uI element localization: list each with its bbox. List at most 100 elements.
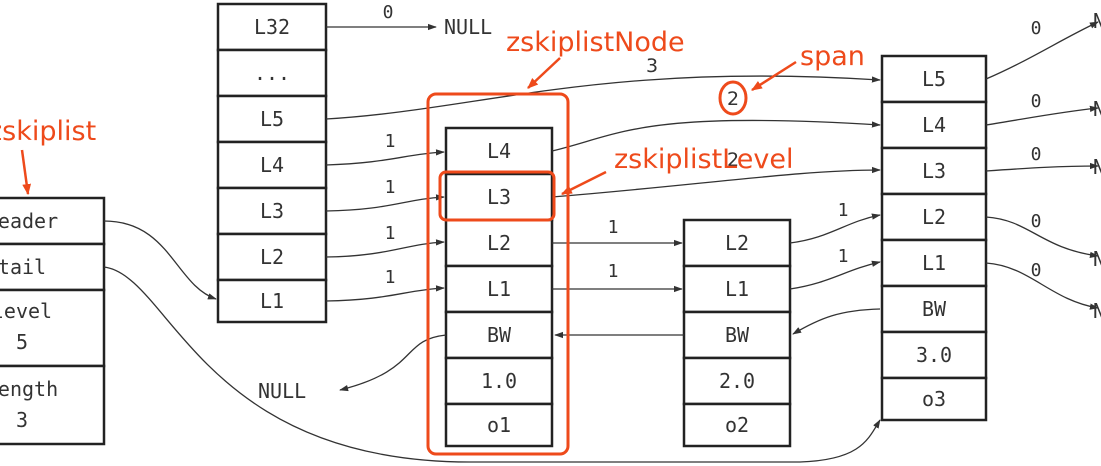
node3-level-label: L4	[922, 113, 946, 137]
null-label-cut: N	[1093, 247, 1101, 271]
span-label: 2	[727, 149, 739, 171]
head-level-label: ...	[254, 61, 290, 85]
span-label: 0	[1031, 144, 1042, 165]
zskiplist-tail-label: tail	[0, 255, 46, 279]
span-label: 0	[1031, 260, 1042, 281]
node3-level-label: L3	[922, 159, 946, 183]
span-label: 0	[1031, 211, 1042, 232]
head-l1-arrow	[325, 285, 445, 302]
node1-level-label: L2	[487, 231, 511, 255]
head-level-label: L1	[260, 289, 284, 313]
span-label: 1	[385, 177, 396, 198]
node3-level-cell	[880, 100, 988, 150]
null-label-cut: N	[1093, 299, 1101, 323]
span-label: 3	[646, 55, 658, 77]
span-annotation-arrow	[751, 60, 797, 92]
node2-l1-arrow	[789, 260, 881, 290]
head-level-label: L32	[254, 15, 290, 39]
node-2: L2 L1 BW 2.0 o2	[682, 218, 792, 448]
head-level-label: L3	[260, 199, 284, 223]
span-annotation: span	[800, 41, 865, 72]
node2-level-label: L2	[725, 231, 749, 255]
node2-level-cell	[682, 264, 792, 314]
node3-level-label: L2	[922, 205, 946, 229]
span-label: 1	[838, 200, 849, 221]
node1-score-label: 1.0	[481, 369, 517, 393]
node1-backward-cell	[444, 310, 554, 360]
head-l2-arrow	[325, 239, 445, 258]
zskiplist-tail-cell	[0, 242, 106, 292]
zskiplist-annotation-arrow	[20, 149, 32, 196]
zskiplist-length-cell	[0, 364, 106, 446]
node3-level-label: L5	[922, 67, 946, 91]
node2-level-cell	[682, 218, 792, 268]
node1-obj-label: o1	[487, 413, 511, 437]
zskiplist-level-value: 5	[16, 330, 28, 354]
span-label: 1	[385, 267, 396, 288]
zskiplist-annotation: zskiplist	[0, 116, 96, 147]
node3-level-cell	[880, 146, 988, 196]
node3-level-cell	[880, 192, 988, 242]
zskiplistnode-highlight-box	[426, 92, 570, 456]
node1-level-label: L4	[487, 139, 511, 163]
head-level-label: L5	[260, 107, 284, 131]
node1-backward-arrow	[339, 334, 447, 392]
node3-l5-arrow	[985, 21, 1099, 80]
zskiplist-length-value: 3	[16, 408, 28, 432]
node-3: L5 L4 L3 L2 L1 BW 3.0 o3	[880, 54, 988, 422]
null-label-cut: N	[1093, 155, 1101, 179]
node1-l4-arrow	[551, 119, 881, 152]
span-labels: 0 3 1 1 1 1 2 1 1 1 1 0 0 0 0 0	[383, 2, 1042, 288]
span-label: 1	[608, 261, 619, 282]
null-label-cut: N	[1093, 97, 1101, 121]
node1-level-cell	[444, 218, 554, 268]
span-label: 1	[385, 131, 396, 152]
node1-level-label: L1	[487, 277, 511, 301]
zskiplist-header-label: header	[0, 209, 58, 233]
node2-backward-label: BW	[725, 323, 750, 347]
span-highlight-circle	[718, 80, 748, 116]
node1-score-cell	[444, 356, 554, 406]
node1-l3-arrow	[551, 166, 881, 198]
zskiplist-length-label: length	[0, 377, 58, 401]
header-pointer-arrow	[103, 220, 217, 300]
node1-level-cell	[444, 264, 554, 314]
node1-level-label: L3	[487, 185, 511, 209]
span-label: 0	[1031, 18, 1042, 39]
node1-level-cell	[444, 172, 554, 222]
span-label: 1	[608, 217, 619, 238]
node3-l1-arrow	[985, 262, 1099, 310]
node-1: L4 L3 L2 L1 BW 1.0 o1	[444, 126, 554, 448]
head-level-label: L4	[260, 153, 284, 177]
node1-backward-label: BW	[487, 323, 512, 347]
node2-obj-label: o2	[725, 413, 749, 437]
zskiplistlevel-annotation: zskiplistLevel	[614, 144, 793, 175]
null-label-cut: N	[1093, 9, 1101, 33]
head-node: L32 ... L5 L4 L3 L2 L1	[216, 2, 328, 324]
head-l3-arrow	[325, 194, 445, 212]
pointer-edges	[103, 21, 1099, 463]
node2-backward-cell	[682, 310, 792, 360]
zskiplistlevel-highlight-box	[438, 170, 556, 222]
node3-l4-arrow	[985, 105, 1099, 126]
node2-level-label: L1	[725, 277, 749, 301]
node3-backward-label: BW	[922, 297, 947, 321]
head-level-cell	[216, 278, 328, 324]
node3-l2-arrow	[985, 216, 1099, 259]
node3-backward-arrow	[792, 308, 881, 335]
node1-obj-cell	[444, 402, 554, 448]
node3-obj-label: o3	[922, 387, 946, 411]
tail-pointer-arrow	[103, 266, 881, 463]
zskiplist-level-cell	[0, 288, 106, 368]
zskiplistlevel-annotation-arrow	[561, 170, 607, 196]
head-level-cell	[216, 186, 328, 236]
span-label: 0	[383, 2, 394, 23]
node3-backward-cell	[880, 284, 988, 334]
node2-score-cell	[682, 356, 792, 406]
node2-l2-arrow	[789, 213, 881, 244]
node3-score-label: 3.0	[916, 343, 952, 367]
zskiplistnode-annotation: zskiplistNode	[506, 27, 685, 58]
node2-score-label: 2.0	[719, 369, 755, 393]
